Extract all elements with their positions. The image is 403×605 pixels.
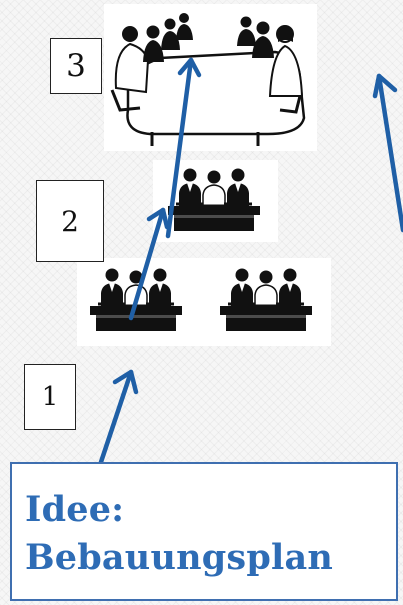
committee-level-1-right	[220, 269, 312, 332]
caption-line-2: Bebauungsplan	[25, 534, 396, 582]
step-number-3-box: 3	[50, 38, 102, 94]
meeting-table-illustration	[112, 13, 304, 146]
step-number-1: 1	[42, 382, 59, 412]
step-number-2: 2	[61, 205, 79, 238]
step-number-1-box: 1	[24, 364, 76, 430]
committee-level-2	[168, 169, 260, 232]
arrow-1-to-committee	[101, 372, 136, 462]
caption-box: Idee: Bebauungsplan	[10, 462, 398, 601]
caption-line-1: Idee:	[25, 486, 396, 534]
arrow-caption-to-3	[375, 76, 403, 230]
step-number-2-box: 2	[36, 180, 104, 262]
step-number-3: 3	[66, 48, 86, 84]
